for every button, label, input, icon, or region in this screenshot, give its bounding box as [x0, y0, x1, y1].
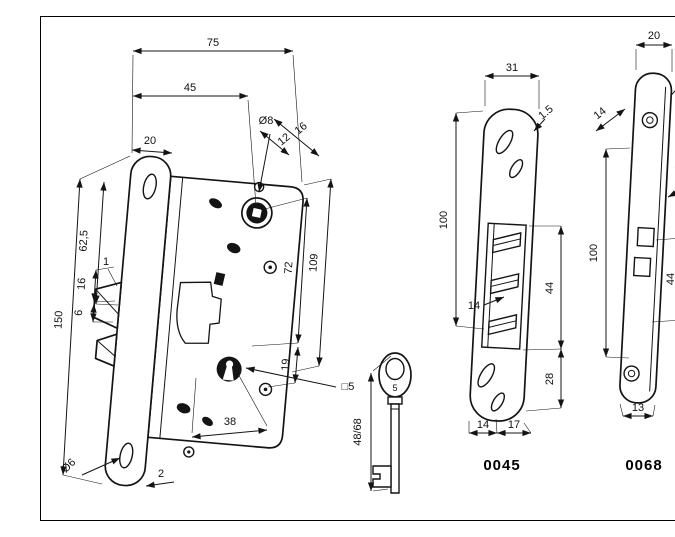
dim-14-slot-label: 14	[468, 300, 480, 312]
dim-20-label: 20	[648, 30, 660, 42]
dim-75-label: 75	[207, 37, 219, 49]
dim-28-label: 28	[544, 373, 556, 385]
screw-hole	[642, 112, 658, 128]
dim-100-label: 100	[438, 211, 450, 229]
latch-cutout	[634, 258, 651, 277]
dim-16-latch-label: 16	[76, 277, 89, 290]
dim-14-bottom-label: 14	[477, 419, 489, 431]
dim-38-label: 38	[224, 416, 236, 428]
screw-hole	[624, 366, 640, 382]
plate-0068-label: 0068	[625, 457, 662, 474]
key-bow-hole	[386, 359, 404, 380]
dim-44-label: 44	[544, 282, 556, 294]
dim-150-label: 150	[53, 310, 66, 329]
dim-44-label: 44	[665, 273, 675, 285]
latch-cutout	[637, 228, 654, 247]
dim-2-label: 2	[158, 468, 164, 480]
dim-1-label: 1	[103, 256, 109, 268]
dim-13-label: 13	[632, 402, 644, 414]
lock-technical-drawing: 75 45 20 Ø8 16 12 150 62,5 1 16 6 72 19	[40, 16, 675, 521]
dim-17-label: 17	[508, 419, 520, 431]
plate-0045-label: 0045	[483, 457, 520, 474]
key-length-label: 48/68	[352, 418, 364, 446]
drawing-svg: 75 45 20 Ø8 16 12 150 62,5 1 16 6 72 19	[40, 16, 675, 521]
dim-6-label: 6	[73, 309, 85, 316]
follower-square-hole	[252, 208, 262, 218]
key-stem	[391, 404, 399, 493]
key-size-mark: 5	[392, 383, 397, 393]
dim-72-label: 72	[283, 261, 296, 274]
dim-31-label: 31	[506, 62, 518, 74]
dim-square5-label: □5	[342, 381, 355, 393]
dim-62-5-label: 62,5	[77, 230, 90, 252]
dim-19-label: 19	[280, 358, 293, 371]
dim-100-label: 100	[588, 244, 600, 262]
dim-dia8-label: Ø8	[259, 115, 274, 127]
dim-45-label: 45	[184, 82, 196, 94]
dim-20-label: 20	[144, 135, 156, 147]
dim-109-label: 109	[307, 253, 320, 272]
key-collar	[388, 397, 402, 404]
